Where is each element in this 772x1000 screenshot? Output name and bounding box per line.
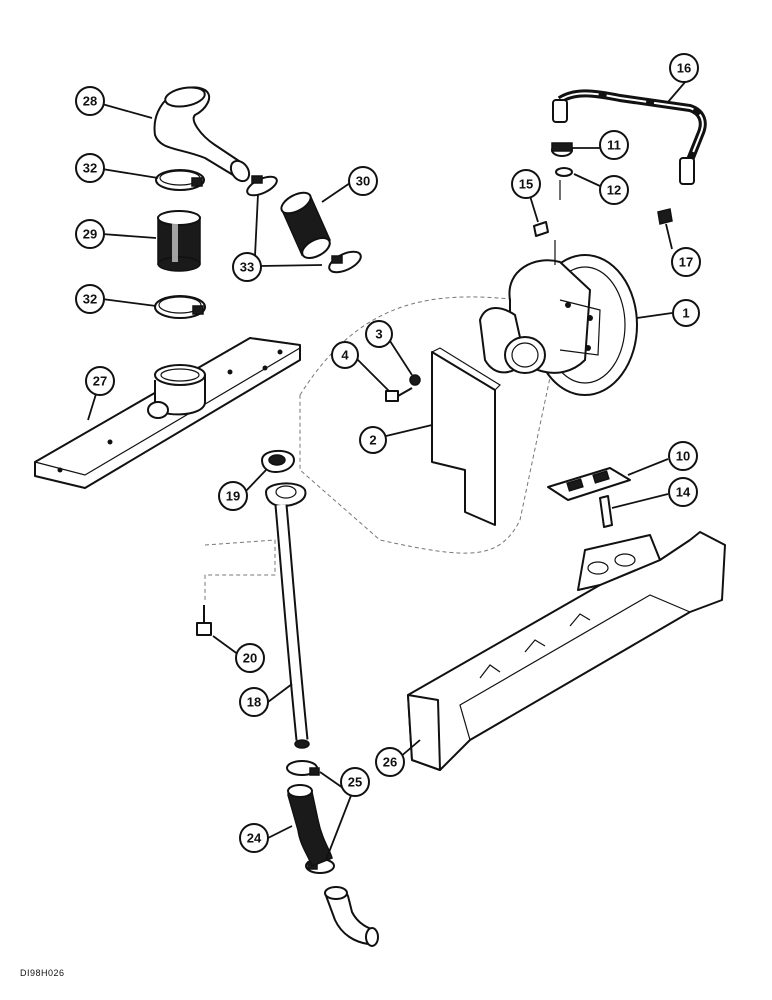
callout-19: 19 [218, 481, 248, 511]
svg-text:1: 1 [682, 306, 689, 321]
callout-32-lower: 32 [75, 284, 105, 314]
svg-text:24: 24 [247, 831, 262, 846]
short-hose-part [280, 191, 331, 259]
gasket-10-part [547, 467, 631, 501]
lockwasher-3-part [409, 374, 421, 386]
svg-text:4: 4 [341, 348, 349, 363]
svg-text:10: 10 [676, 449, 690, 464]
svg-text:18: 18 [247, 695, 261, 710]
washer-12-part [555, 167, 573, 177]
hose-24-part [287, 784, 333, 867]
oil-line-part [552, 89, 707, 185]
callout-12: 12 [599, 175, 629, 205]
callout-30: 30 [348, 166, 378, 196]
svg-text:33: 33 [240, 260, 254, 275]
fitting-11-part [551, 142, 573, 157]
intake-cover-part [34, 337, 301, 489]
elbow-tube-part [324, 886, 379, 947]
bolt-4-part [385, 387, 413, 402]
svg-text:25: 25 [348, 775, 362, 790]
callout-28: 28 [75, 86, 105, 116]
clamp-33-upper [246, 175, 278, 197]
callout-17: 17 [671, 247, 701, 277]
callout-10: 10 [668, 441, 698, 471]
svg-text:12: 12 [607, 183, 621, 198]
drain-tube-part [265, 482, 310, 749]
callout-27: 27 [85, 366, 115, 396]
svg-text:11: 11 [607, 138, 621, 153]
svg-text:3: 3 [375, 327, 382, 342]
callout-15: 15 [511, 169, 541, 199]
callout-20: 20 [235, 643, 265, 673]
svg-text:15: 15 [519, 177, 533, 192]
callout-16: 16 [669, 53, 699, 83]
svg-text:29: 29 [83, 227, 97, 242]
turbocharger-part [479, 180, 638, 396]
bolt-20-part [196, 605, 212, 636]
callout-25: 25 [340, 767, 370, 797]
svg-text:19: 19 [226, 489, 240, 504]
callout-26: 26 [375, 747, 405, 777]
nut-15-part [533, 221, 549, 237]
svg-text:30: 30 [356, 174, 370, 189]
clamp-33-lower [328, 250, 362, 274]
drawing-code-label: DI98H026 [20, 968, 65, 978]
elbow-hose-part [153, 86, 251, 183]
svg-text:28: 28 [83, 94, 97, 109]
svg-text:26: 26 [383, 755, 397, 770]
svg-text:20: 20 [243, 651, 257, 666]
nut-17-part [657, 208, 673, 225]
leader-lines [87, 80, 687, 861]
svg-text:17: 17 [679, 255, 693, 270]
callout-18: 18 [239, 687, 269, 717]
heat-shield-part [431, 347, 501, 526]
sleeve-hose-part [157, 210, 201, 272]
hose-clamp-upper [155, 169, 205, 191]
svg-text:32: 32 [83, 161, 97, 176]
svg-text:27: 27 [93, 374, 107, 389]
hose-clamp-lower [154, 295, 206, 319]
svg-text:14: 14 [676, 485, 691, 500]
callout-14: 14 [668, 477, 698, 507]
svg-text:32: 32 [83, 292, 97, 307]
callout-2: 2 [359, 426, 387, 454]
stud-14-part [599, 495, 613, 528]
svg-text:16: 16 [677, 61, 691, 76]
clamp-25-upper [286, 760, 320, 776]
gasket-19-part [261, 449, 295, 473]
assembly-outline [299, 296, 561, 554]
callout-4: 4 [331, 341, 359, 369]
callout-29: 29 [75, 219, 105, 249]
callout-24: 24 [239, 823, 269, 853]
pipe-dash-line [204, 539, 276, 600]
callout-11: 11 [599, 130, 629, 160]
svg-text:2: 2 [369, 433, 376, 448]
callout-3: 3 [365, 320, 393, 348]
callout-1: 1 [672, 299, 700, 327]
exhaust-manifold-part [407, 531, 726, 771]
callout-33: 33 [232, 252, 262, 282]
callout-32-upper: 32 [75, 153, 105, 183]
